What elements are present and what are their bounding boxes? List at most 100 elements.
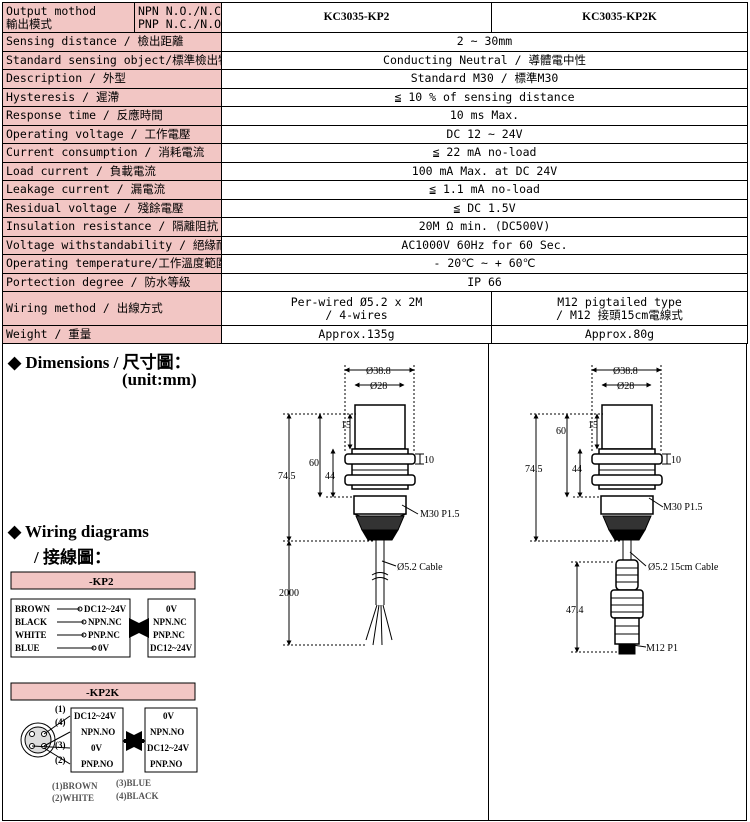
weight-kp2: Approx.135g (221, 325, 492, 344)
cable-label-kp2k: Ø5.2 15cm Cable (648, 562, 719, 573)
cable-label-kp2: Ø5.2 Cable (397, 562, 443, 573)
connector-label-kp2k: M12 P1 (646, 643, 678, 654)
kp2-load-3: PNP.NC (153, 630, 185, 640)
dim-60-kp2k: 60 (556, 426, 566, 437)
kp2k-sensor-3: 0V (91, 743, 103, 753)
kp2k-load-3: DC12~24V (147, 743, 190, 753)
kp2k-load-2: NPN.NO (150, 727, 184, 737)
kp2-tag: -KP2 (89, 576, 114, 588)
legend-2: (2)WHITE (52, 793, 94, 803)
cable-length-kp2: 2000 (279, 588, 299, 599)
spec-label: Operating voltage / 工作電壓 (2, 124, 222, 144)
dim-10-kp2: 10 (424, 455, 434, 466)
kp2k-load-4: PNP.NO (150, 759, 182, 769)
kp2-sensor-1: DC12~24V (84, 604, 127, 614)
sensor-drawing-kp2k (530, 365, 671, 655)
spec-label: Load current / 負載電流 (2, 161, 222, 181)
spec-value: 100 mA Max. at DC 24V (221, 161, 748, 181)
kp2-sensor-4: 0V (98, 643, 110, 653)
legend-4: (4)BLACK (116, 791, 159, 801)
spec-label: Current consumption / 消耗電流 (2, 143, 222, 163)
wiring-title: ◆ Wiring diagrams (8, 522, 149, 541)
dim-44-kp2: 44 (325, 471, 335, 482)
kp2k-sensor-2: NPN.NO (81, 727, 115, 737)
thread-label-kp2: M30 P1.5 (420, 509, 459, 520)
kp2-tag-box (10, 571, 196, 590)
spec-label: Operating temperature/工作溫度範圍 (2, 254, 222, 274)
dimensions-title: ◆ Dimensions / 尺寸圖： (8, 353, 191, 372)
dim-15-kp2: 15 (341, 420, 351, 431)
spec-value: ≦ DC 1.5V (221, 198, 748, 218)
spec-label: Leakage current / 漏電流 (2, 180, 222, 200)
spec-value: Standard M30 / 標準M30 (221, 69, 748, 89)
model-kp2k: KC3035-KP2K (491, 2, 748, 33)
kp2-wire-white: WHITE (15, 630, 47, 640)
spec-label: Voltage withstandability / 絕緣耐壓 (2, 235, 222, 255)
spec-value: AC1000V 60Hz for 60 Sec. (221, 235, 748, 255)
spec-label: Sensing distance / 檢出距離 (2, 32, 222, 52)
m12-connector-icon (20, 715, 71, 765)
spec-label: Response time / 反應時間 (2, 106, 222, 126)
dim-10-kp2k: 10 (671, 455, 681, 466)
kp2-load-4: DC12~24V (150, 643, 193, 653)
kp2-load-1: 0V (166, 604, 178, 614)
spec-label: Hysteresis / 遲滯 (2, 87, 222, 107)
legend-3: (3)BLUE (116, 778, 151, 788)
spec-value: DC 12 ~ 24V (221, 124, 748, 144)
dim-44-kp2k: 44 (572, 464, 582, 475)
pin-3: (3) (55, 740, 66, 750)
pin-4: (4) (55, 717, 66, 727)
pin-1: (1) (55, 704, 66, 714)
spec-label: Description / 外型 (2, 69, 222, 89)
wiring-method-label: Wiring method / 出線方式 (2, 291, 222, 326)
pin-2: (2) (55, 755, 66, 765)
spec-value: ≦ 1.1 mA no-load (221, 180, 748, 200)
kp2k-sensor-4: PNP.NO (81, 759, 113, 769)
wiring-subtitle: / 接線圖： (34, 548, 111, 567)
cable-length-kp2k: 47.4 (566, 605, 584, 616)
kp2k-tag-box (10, 682, 196, 701)
dim-outer-kp2k: Ø38.8 (613, 366, 638, 377)
dim-inner-kp2k: Ø28 (617, 381, 634, 392)
spec-row: Residual voltage / 殘餘電壓≦ DC 1.5V (2, 198, 748, 218)
kp2-sensor-3: PNP.NC (88, 630, 120, 640)
kp2-terminals (57, 606, 97, 651)
kp2-sensor-2: NPN.NC (88, 617, 122, 627)
column-divider (488, 343, 489, 820)
dim-60-kp2: 60 (309, 458, 319, 469)
kp2-wire-black: BLACK (15, 617, 47, 627)
spec-row: Current consumption / 消耗電流≦ 22 mA no-loa… (2, 143, 748, 163)
model-kp2: KC3035-KP2 (221, 2, 492, 33)
dim-745-kp2: 74.5 (278, 471, 296, 482)
kp2-wire-blue: BLUE (15, 643, 40, 653)
dim-745-kp2k: 74.5 (525, 464, 543, 475)
spec-label: Insulation resistance / 隔離阻抗 (2, 217, 222, 237)
spec-value: Conducting Neutral / 導體電中性 (221, 50, 748, 70)
spec-label: Portection degree / 防水等級 (2, 272, 222, 292)
kp2k-load-1: 0V (163, 711, 175, 721)
spec-row: Operating temperature/工作溫度範圍- 20℃ ~ + 60… (2, 254, 748, 274)
kp2-load-2: NPN.NC (153, 617, 187, 627)
kp2k-tag: -KP2K (86, 687, 119, 699)
spec-label: Residual voltage / 殘餘電壓 (2, 198, 222, 218)
spec-row: Hysteresis / 遲滯≦ 10 % of sensing distanc… (2, 87, 748, 107)
thread-label-kp2k: M30 P1.5 (663, 502, 702, 513)
spec-value: 20M Ω min. (DC500V) (221, 217, 748, 237)
spec-row: Leakage current / 漏電流≦ 1.1 mA no-load (2, 180, 748, 200)
sensor-drawing-kp2 (283, 365, 424, 646)
legend-1: (1)BROWN (52, 781, 98, 791)
dim-outer-kp2: Ø38.8 (366, 366, 391, 377)
kp2-wire-brown: BROWN (15, 604, 51, 614)
output-type-label: NPN N.O./N.C.PNP N.C./N.O. (134, 2, 222, 33)
dim-inner-kp2: Ø28 (370, 381, 387, 392)
spec-value: ≦ 22 mA no-load (221, 143, 748, 163)
kp2k-sensor-1: DC12~24V (74, 711, 117, 721)
